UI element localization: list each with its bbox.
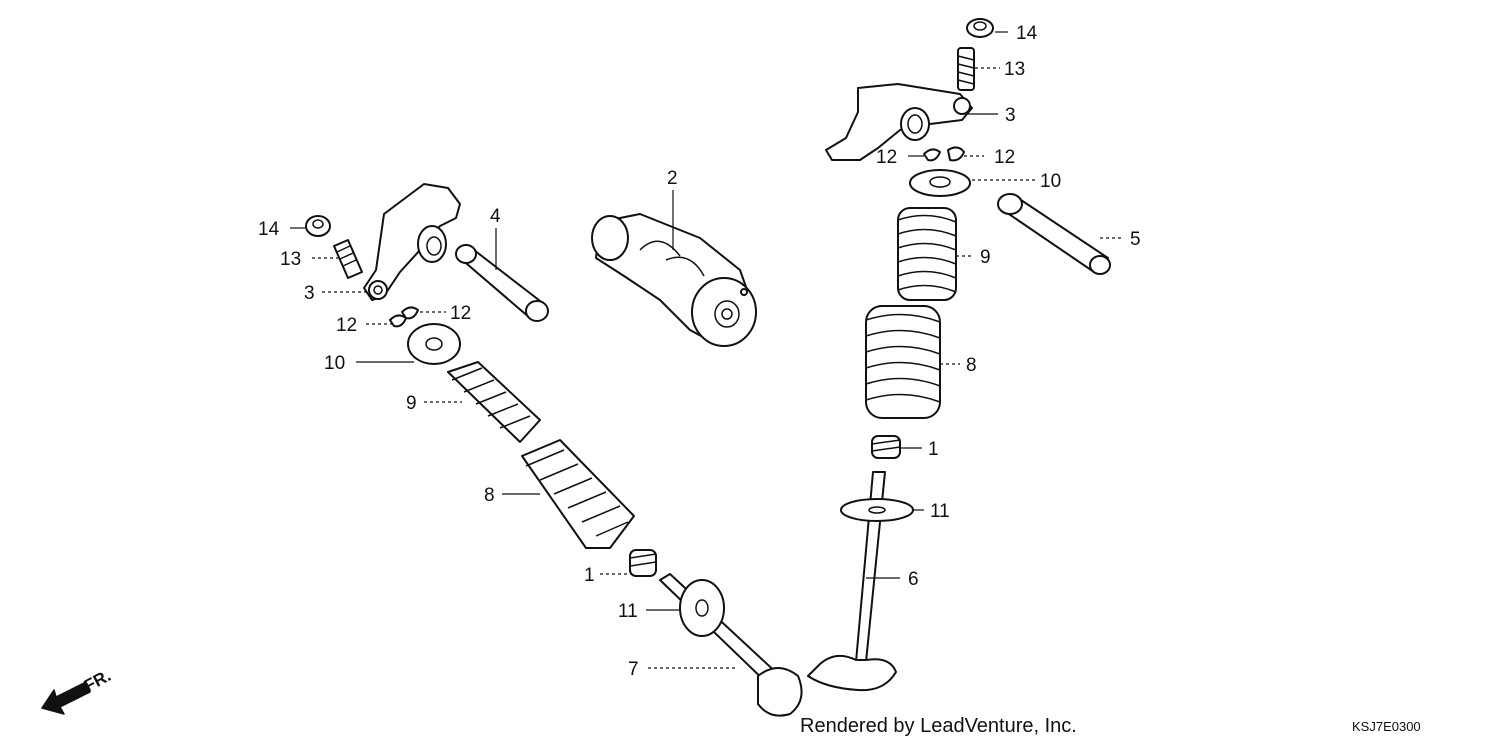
callout-12-right-a: 12	[876, 147, 897, 168]
inner-spring-left	[447, 361, 541, 443]
callout-1-right: 1	[928, 439, 939, 460]
front-arrow-icon	[41, 681, 91, 715]
callout-11-right: 11	[930, 501, 950, 522]
outer-spring-right	[865, 305, 941, 419]
callout-12-left-b: 12	[336, 315, 357, 336]
callout-2: 2	[667, 168, 678, 189]
rocker-arm-left	[363, 183, 461, 301]
callout-1-left: 1	[584, 565, 595, 586]
cotters-right	[923, 146, 965, 162]
stem-seal-right	[871, 435, 901, 459]
callout-5: 5	[1130, 229, 1141, 250]
callout-3-left: 3	[304, 283, 315, 304]
retainer-left	[407, 323, 461, 365]
callout-9-right: 9	[980, 247, 991, 268]
callout-6: 6	[908, 569, 919, 590]
valve-left	[659, 573, 803, 717]
adjusting-screw-left	[333, 239, 363, 279]
callout-12-right-b: 12	[994, 147, 1015, 168]
callout-4: 4	[490, 206, 501, 227]
inner-spring-right	[897, 207, 957, 301]
rocker-shaft-left	[455, 244, 549, 322]
rendered-by-text: Rendered by LeadVenture, Inc.	[800, 715, 1077, 737]
callout-7: 7	[628, 659, 639, 680]
adjusting-screw-right	[957, 47, 975, 91]
callout-12-left-a: 12	[450, 303, 471, 324]
callout-8-left: 8	[484, 485, 495, 506]
callout-13-left: 13	[280, 249, 301, 270]
valve-right	[807, 471, 914, 692]
callout-11-left: 11	[618, 601, 638, 622]
retainer-right	[909, 169, 971, 197]
rocker-arm-right	[825, 83, 973, 161]
cotters-left	[389, 306, 419, 328]
nut-right	[966, 18, 994, 38]
callout-14-right: 14	[1016, 23, 1038, 44]
callout-14-left: 14	[258, 219, 280, 240]
nut-left	[305, 215, 331, 237]
stem-seal-left	[629, 549, 657, 577]
diagram-code: KSJ7E0300	[1352, 719, 1421, 734]
callout-9-left: 9	[406, 393, 417, 414]
callout-labels: 14 13 3 12 12 10 9 5 8 1 11 6 2 4 14 13 …	[258, 23, 1141, 680]
front-direction-indicator: FR.	[41, 666, 114, 715]
callout-10-right: 10	[1040, 171, 1061, 192]
callout-10-left: 10	[324, 353, 345, 374]
leader-lines	[290, 31, 1124, 669]
camshaft	[591, 213, 757, 347]
callout-13-right: 13	[1004, 59, 1025, 80]
callout-3-right: 3	[1005, 105, 1016, 126]
outer-spring-left	[521, 439, 635, 549]
callout-8-right: 8	[966, 355, 977, 376]
rocker-shaft-right	[997, 193, 1111, 275]
